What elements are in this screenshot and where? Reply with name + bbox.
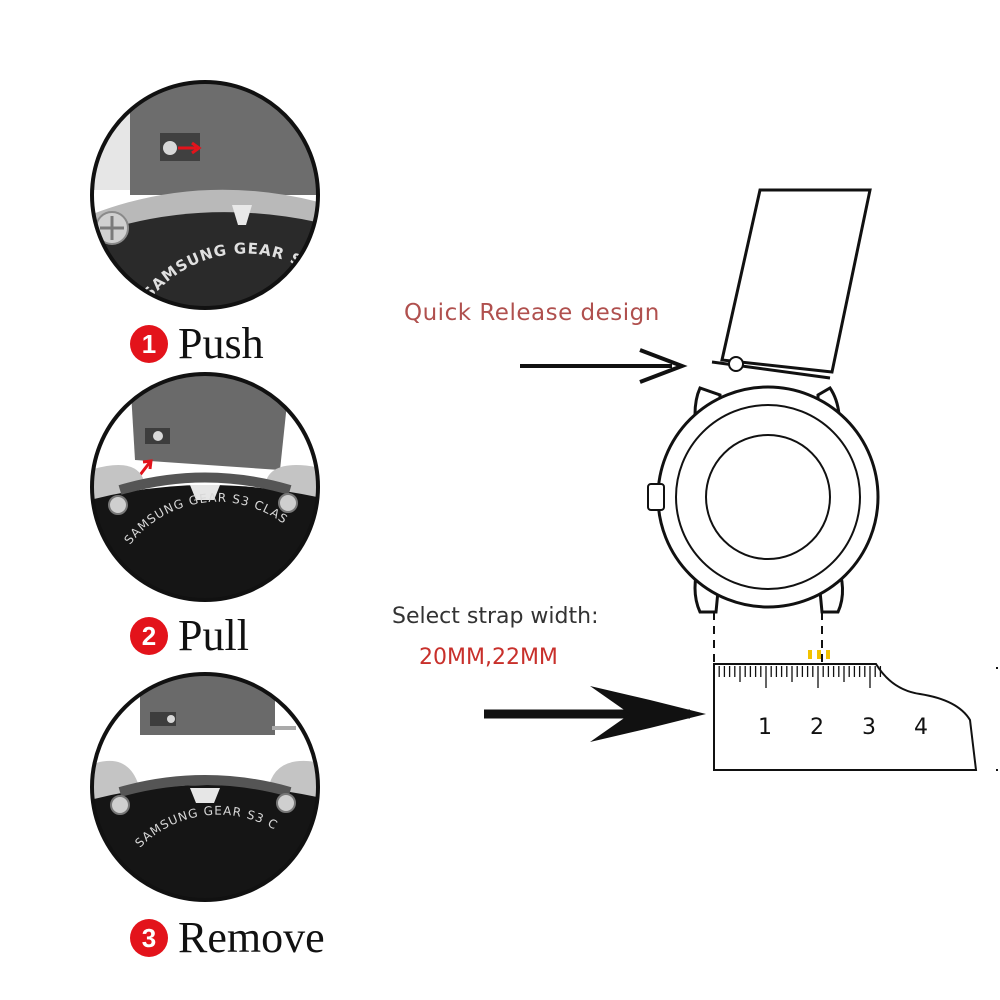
crown-icon <box>647 483 665 511</box>
step3-label: 3 Remove <box>130 916 325 960</box>
step2-frame <box>90 372 320 602</box>
width-marker-icon <box>808 650 830 659</box>
quick-release-pin-icon <box>728 356 744 372</box>
ruler-arrowhead <box>590 686 706 742</box>
quick-release-caption: Quick Release design <box>404 300 660 326</box>
step2-number-badge: 2 <box>130 617 168 655</box>
step3-frame <box>90 672 320 902</box>
watch-dial <box>705 434 831 560</box>
ruler-label-3: 3 <box>862 715 876 740</box>
step2-text: Pull <box>178 611 249 660</box>
step3-number-badge: 3 <box>130 919 168 957</box>
strap-outline <box>720 188 872 374</box>
step1-frame <box>90 80 320 310</box>
step1-text: Push <box>178 319 264 368</box>
ruler <box>713 663 978 771</box>
step2-label: 2 Pull <box>130 614 249 658</box>
ruler-label-4: 4 <box>914 715 928 740</box>
step3-text: Remove <box>178 913 325 962</box>
ruler-label-2: 2 <box>810 715 824 740</box>
quick-release-arrowhead <box>639 348 688 384</box>
strap-width-caption: Select strap width: <box>392 604 599 629</box>
ruler-ticks <box>713 666 882 688</box>
strap-width-values: 20MM,22MM <box>419 645 558 670</box>
ruler-label-1: 1 <box>758 715 772 740</box>
step1-label: 1 Push <box>130 322 264 366</box>
step1-number-badge: 1 <box>130 325 168 363</box>
